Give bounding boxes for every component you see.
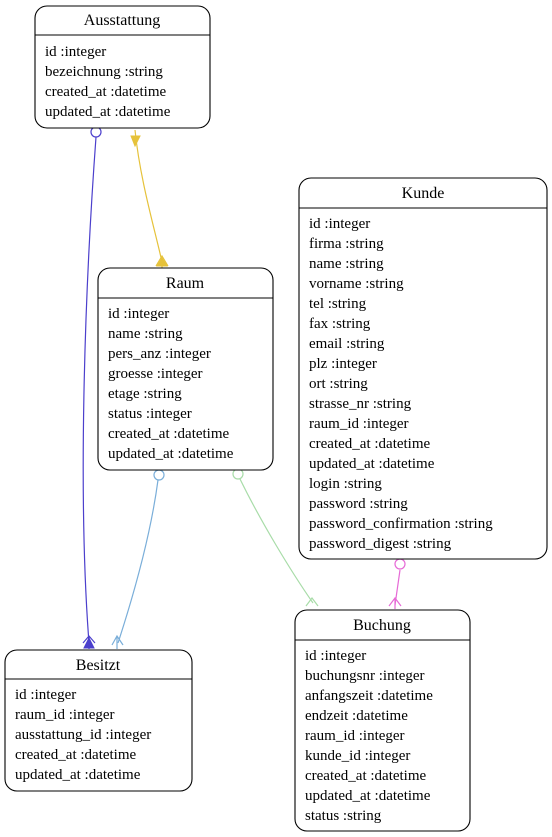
- attribute: updated_at :datetime: [305, 788, 431, 804]
- attribute: ort :string: [309, 376, 368, 392]
- attribute: email :string: [309, 336, 385, 352]
- attribute: updated_at :datetime: [45, 104, 171, 120]
- attribute: updated_at :datetime: [309, 456, 435, 472]
- attribute: strasse_nr :string: [309, 396, 412, 412]
- entity-raum: Raum id :integer name :string pers_anz :…: [97, 267, 274, 471]
- attribute: raum_id :integer: [309, 416, 409, 432]
- relations: [82, 126, 406, 649]
- attribute: id :integer: [15, 687, 76, 703]
- entity-title: Kunde: [402, 185, 445, 202]
- attribute: status :string: [305, 808, 382, 824]
- attribute: ausstattung_id :integer: [15, 727, 151, 743]
- attribute: id :integer: [108, 306, 169, 322]
- entity-title: Raum: [166, 275, 205, 292]
- attribute: plz :integer: [309, 356, 377, 372]
- attribute: created_at :datetime: [45, 84, 167, 100]
- relation-ausstattung-besitzt: [82, 126, 102, 649]
- attribute: kunde_id :integer: [305, 748, 410, 764]
- attribute: password_digest :string: [309, 536, 452, 552]
- attribute: created_at :datetime: [15, 747, 137, 763]
- attribute: groesse :integer: [108, 366, 203, 382]
- entity-title: Ausstattung: [84, 12, 160, 29]
- attribute: id :integer: [309, 216, 370, 232]
- attribute: password :string: [309, 496, 408, 512]
- attribute: created_at :datetime: [309, 436, 431, 452]
- entity-buchung: Buchung id :integer buchungsnr :integer …: [294, 609, 471, 832]
- attribute: etage :string: [108, 386, 182, 402]
- relation-kunde-buchung: [388, 558, 406, 609]
- attribute: firma :string: [309, 236, 384, 252]
- attribute: anfangszeit :datetime: [305, 688, 433, 704]
- entity-ausstattung: Ausstattung id :integer bezeichnung :str…: [34, 5, 211, 129]
- attribute: raum_id :integer: [305, 728, 405, 744]
- attribute: created_at :datetime: [305, 768, 427, 784]
- attribute: status :integer: [108, 406, 192, 422]
- attribute: endzeit :datetime: [305, 708, 408, 724]
- attribute: login :string: [309, 476, 382, 492]
- entity-besitzt: Besitzt id :integer raum_id :integer aus…: [4, 649, 193, 792]
- attribute: password_confirmation :string: [309, 516, 493, 532]
- relation-ausstattung-raum: [130, 129, 169, 268]
- attribute: buchungsnr :integer: [305, 668, 425, 684]
- entity-title: Buchung: [353, 617, 411, 634]
- attribute: updated_at :datetime: [15, 767, 141, 783]
- attribute: vorname :string: [309, 276, 404, 292]
- relation-raum-besitzt: [111, 469, 165, 649]
- attribute: updated_at :datetime: [108, 446, 234, 462]
- attribute: id :integer: [45, 44, 106, 60]
- entity-kunde: Kunde id :integer firma :string name :st…: [298, 177, 548, 560]
- attribute: created_at :datetime: [108, 426, 230, 442]
- attribute: raum_id :integer: [15, 707, 115, 723]
- entity-title: Besitzt: [76, 657, 121, 674]
- attribute: bezeichnung :string: [45, 64, 163, 80]
- attribute: fax :string: [309, 316, 371, 332]
- attribute: name :string: [309, 256, 384, 272]
- attribute: tel :string: [309, 296, 367, 312]
- attribute: name :string: [108, 326, 183, 342]
- attribute: pers_anz :integer: [108, 346, 211, 362]
- attribute: id :integer: [305, 648, 366, 664]
